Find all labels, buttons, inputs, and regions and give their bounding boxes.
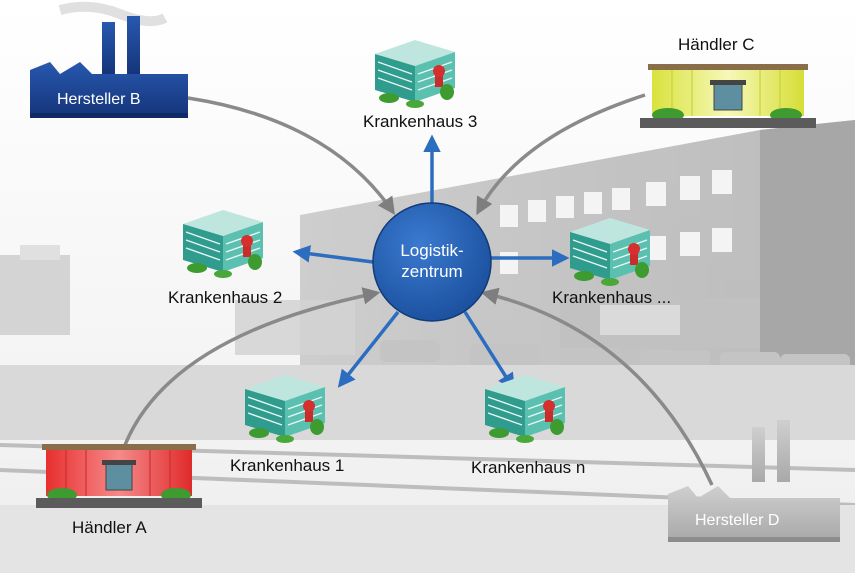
krankenhaus-1-building (244, 374, 326, 444)
arrow-haendler-c-to-hub (476, 93, 646, 216)
haendler-c-shop (640, 64, 816, 128)
label-krankenhaus-1: Krankenhaus 1 (230, 456, 345, 475)
label-krankenhaus-dots: Krankenhaus ... (552, 288, 672, 307)
hub-label-line1: Logistik- (400, 241, 464, 260)
background-left-shed (0, 245, 355, 355)
krankenhaus-n-building (484, 374, 566, 444)
logistikzentrum-hub (372, 202, 492, 322)
arrow-hub-to-krankenhaus-2 (292, 245, 374, 264)
haendler-a-shop (36, 444, 202, 508)
arrow-haendler-a-to-hub (123, 287, 381, 446)
arrow-hub-to-krankenhaus-1 (337, 310, 400, 388)
arrow-hersteller-d-to-hub (480, 287, 714, 486)
label-haendler-c: Händler C (678, 35, 755, 54)
krankenhaus-2-building (182, 209, 264, 279)
label-krankenhaus-3: Krankenhaus 3 (363, 112, 478, 131)
label-hersteller-b: Hersteller B (57, 91, 141, 108)
label-haendler-a: Händler A (72, 518, 147, 537)
arrow-hub-to-krankenhaus-n (463, 311, 515, 391)
hub-label-line2: zentrum (401, 262, 463, 281)
krankenhaus-dots-building (569, 217, 651, 287)
arrow-hersteller-b-to-hub (187, 96, 395, 215)
label-hersteller-d: Hersteller D (695, 512, 780, 529)
label-krankenhaus-n: Krankenhaus n (471, 458, 586, 477)
hub-label: Logistik- zentrum (382, 240, 482, 282)
label-krankenhaus-2: Krankenhaus 2 (168, 288, 283, 307)
hersteller-b-factory (30, 1, 188, 118)
krankenhaus-3-building (374, 39, 456, 109)
hersteller-d-factory (668, 420, 840, 542)
